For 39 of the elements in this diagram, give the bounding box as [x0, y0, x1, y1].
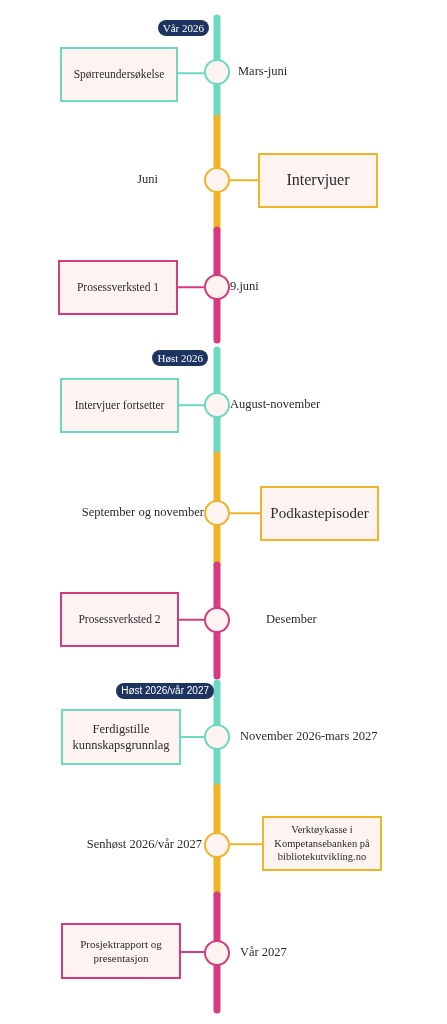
connector-line [229, 843, 263, 846]
event-box: Prosessverksted 1 [58, 260, 178, 315]
event-box: Podkastepisoder [260, 486, 379, 541]
timeline-circle [204, 724, 230, 750]
timeline-circle [204, 274, 230, 300]
timeline-circle [204, 607, 230, 633]
timeline-circle [204, 832, 230, 858]
date-label: Juni [137, 171, 158, 187]
timeline-circle [204, 59, 230, 85]
connector-line [178, 404, 205, 407]
event-box: Ferdigstille kunnskapsgrunnlag [61, 709, 181, 765]
date-label: September og november [81, 504, 204, 520]
event-box: Spørreundersøkelse [60, 47, 178, 102]
season-badge: Høst 2026 [152, 350, 208, 366]
timeline-circle [204, 167, 230, 193]
timeline-circle [204, 392, 230, 418]
event-box: Prosessverksted 2 [60, 592, 179, 647]
connector-line [229, 512, 261, 515]
date-label: Senhøst 2026/vår 2027 [86, 836, 202, 852]
date-label: 9.juni [230, 278, 259, 294]
connector-line [180, 736, 205, 738]
date-label: November 2026-mars 2027 [240, 728, 378, 744]
event-box: Intervjuer [258, 153, 378, 208]
timeline-circle [204, 500, 230, 526]
season-badge: Vår 2026 [157, 20, 209, 36]
connector-line [180, 951, 205, 953]
timeline-circle [204, 940, 230, 966]
date-label: Vår 2027 [240, 944, 287, 960]
connector-line [178, 618, 205, 621]
connector-line [229, 179, 259, 182]
event-box: Intervjuer fortsetter [60, 378, 179, 433]
connector-line [177, 72, 205, 75]
connector-line [177, 286, 205, 289]
event-box: Prosjektrapport og presentasjon [61, 923, 181, 979]
date-label: Mars-juni [238, 63, 288, 79]
season-badge: Høst 2026/vår 2027 [116, 683, 214, 699]
date-label: Desember [266, 611, 317, 627]
event-box: Verktøykasse i Kompetansebanken på bibliotekutvikling.no [262, 816, 382, 871]
date-label: August-november [230, 396, 321, 412]
